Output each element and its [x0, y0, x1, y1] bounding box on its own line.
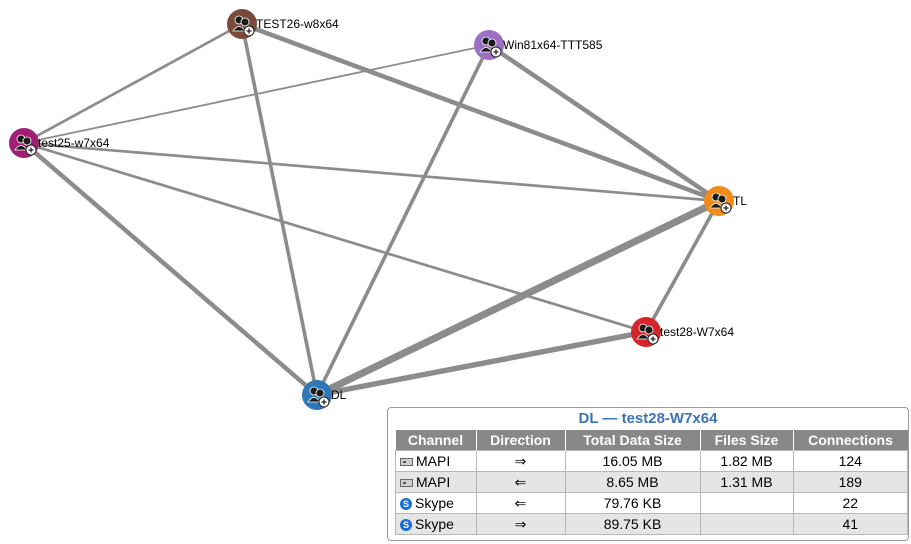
- channel-label: MAPI: [416, 474, 451, 490]
- expand-plus-icon[interactable]: [720, 202, 732, 214]
- total-size-cell: 8.65 MB: [564, 471, 701, 493]
- connection-details-panel: DL — test28-W7x64 Channel Direction Tota…: [387, 407, 909, 541]
- table-row[interactable]: MAPI ⇐ 8.65 MB 1.31 MB 189: [395, 471, 908, 493]
- connections-cell: 189: [792, 471, 908, 493]
- channel-label: Skype: [415, 516, 454, 532]
- channel-label: Skype: [415, 495, 454, 511]
- table-row[interactable]: MAPI ⇒ 16.05 MB 1.82 MB 124: [395, 450, 908, 472]
- skype-icon: S: [400, 498, 412, 511]
- edge-test26-dl[interactable]: [240, 22, 319, 397]
- node-label: Win81x64-TTT585: [503, 38, 603, 52]
- node-test25[interactable]: test25-w7x64: [9, 128, 110, 158]
- channel-label: MAPI: [416, 453, 451, 469]
- connection-table: Channel Direction Total Data Size Files …: [395, 430, 908, 535]
- files-size-cell: 1.31 MB: [699, 471, 794, 493]
- expand-plus-icon[interactable]: [490, 46, 502, 58]
- connections-cell: 22: [792, 492, 908, 514]
- users-icon: [636, 323, 654, 340]
- header-direction[interactable]: Direction: [476, 430, 566, 451]
- node-tl[interactable]: TL: [704, 186, 747, 216]
- node-dl[interactable]: DL: [302, 380, 347, 410]
- users-icon: [709, 192, 727, 209]
- direction-cell: ⇒: [475, 450, 566, 472]
- channel-cell: MAPI: [395, 450, 477, 472]
- expand-plus-icon[interactable]: [647, 333, 659, 345]
- edge-test26-test25[interactable]: [22, 22, 244, 145]
- files-size-cell: [699, 492, 794, 514]
- mapi-icon: [400, 479, 413, 488]
- files-size-cell: [699, 513, 794, 535]
- edge-win81-dl[interactable]: [315, 43, 491, 397]
- connections-cell: 124: [792, 450, 908, 472]
- direction-cell: ⇐: [475, 492, 566, 514]
- direction-cell: ⇒: [475, 513, 566, 535]
- direction-cell: ⇐: [475, 471, 566, 493]
- header-channel[interactable]: Channel: [395, 430, 477, 451]
- channel-cell: MAPI: [395, 471, 477, 493]
- header-connections[interactable]: Connections: [793, 430, 908, 451]
- expand-plus-icon[interactable]: [25, 144, 37, 156]
- users-icon: [479, 36, 497, 53]
- files-size-cell: 1.82 MB: [699, 450, 794, 472]
- users-icon: [232, 15, 250, 32]
- edge-test25-dl[interactable]: [21, 140, 320, 398]
- table-header-row: Channel Direction Total Data Size Files …: [395, 430, 908, 451]
- node-test28[interactable]: test28-W7x64: [631, 317, 734, 347]
- edge-test26-tl[interactable]: [239, 21, 722, 204]
- node-label: TEST26-w8x64: [256, 17, 339, 31]
- expand-plus-icon[interactable]: [318, 396, 330, 408]
- header-files-size[interactable]: Files Size: [700, 430, 794, 451]
- total-size-cell: 16.05 MB: [564, 450, 701, 472]
- header-total-data-size[interactable]: Total Data Size: [565, 430, 701, 451]
- node-win81[interactable]: Win81x64-TTT585: [474, 30, 603, 60]
- edge-test25-test28[interactable]: [22, 141, 648, 334]
- mapi-icon: [400, 458, 413, 467]
- connections-cell: 41: [792, 513, 908, 535]
- edge-tl-dl[interactable]: [313, 197, 723, 399]
- node-label: test25-w7x64: [38, 136, 110, 150]
- node-label: TL: [733, 194, 747, 208]
- edge-test25-win81[interactable]: [23, 44, 490, 144]
- node-label: test28-W7x64: [660, 325, 734, 339]
- edge-tl-test28[interactable]: [644, 199, 721, 334]
- edge-test25-tl[interactable]: [22, 141, 721, 203]
- total-size-cell: 79.76 KB: [564, 492, 701, 514]
- skype-icon: S: [400, 519, 412, 532]
- node-test26[interactable]: TEST26-w8x64: [227, 9, 339, 39]
- users-icon: [307, 386, 325, 403]
- expand-plus-icon[interactable]: [243, 25, 255, 37]
- edge-test28-dl[interactable]: [314, 329, 649, 398]
- node-label: DL: [331, 388, 347, 402]
- panel-title: DL — test28-W7x64: [578, 410, 718, 427]
- total-size-cell: 89.75 KB: [564, 513, 701, 535]
- edge-win81-tl[interactable]: [486, 42, 722, 204]
